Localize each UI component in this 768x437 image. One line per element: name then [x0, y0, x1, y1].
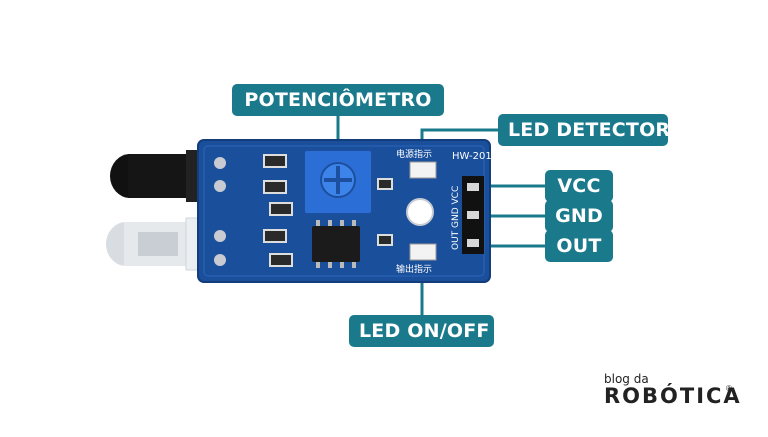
smd-components	[263, 154, 393, 267]
led-on-off	[409, 243, 437, 261]
pcb-board: HW-201 电源指示 输出指示 OUT GND VCC	[197, 139, 492, 283]
callout-vcc: VCC	[545, 170, 613, 202]
header-pins	[462, 176, 484, 254]
brand-logo: blog da ROBÓTICA ®	[604, 372, 740, 412]
logo-wordmark: ROBÓTICA	[604, 384, 742, 408]
mounting-hole	[406, 198, 434, 226]
callout-potenciometro: POTENCIÔMETRO	[232, 84, 444, 116]
callout-led-detector: LED DETECTOR	[498, 114, 670, 146]
pin-labels: OUT GND VCC	[451, 186, 461, 250]
lead-pads	[214, 157, 226, 266]
silk-top-label: 电源指示	[396, 148, 432, 160]
callout-led-on-off: LED ON/OFF	[349, 315, 494, 347]
model-label: HW-201	[452, 151, 492, 162]
potentiometer	[303, 149, 373, 215]
registered-mark: ®	[726, 384, 732, 393]
led-detector	[409, 161, 437, 179]
callout-gnd: GND	[545, 200, 613, 232]
logo-small-text: blog da	[604, 372, 649, 386]
callout-out: OUT	[545, 230, 613, 262]
silk-bottom-label: 输出指示	[396, 263, 432, 275]
ic-chip	[312, 220, 360, 268]
